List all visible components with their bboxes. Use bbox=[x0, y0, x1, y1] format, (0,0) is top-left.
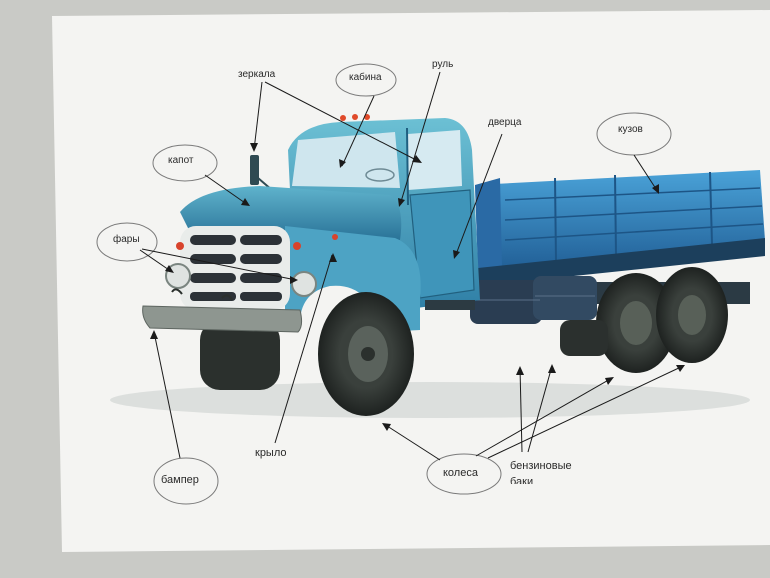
cargo-body bbox=[475, 170, 765, 286]
label-kabina: кабина bbox=[349, 72, 382, 83]
callout-kapot bbox=[152, 144, 218, 182]
side-window bbox=[408, 130, 462, 190]
label-baki: баки bbox=[510, 477, 534, 484]
front-wheel bbox=[200, 292, 414, 416]
label-benzinovye: бензиновые bbox=[510, 460, 572, 472]
callout-bamper bbox=[153, 457, 219, 505]
label-dverca: дверца bbox=[488, 117, 522, 128]
leader-lines bbox=[139, 71, 684, 461]
cab bbox=[250, 114, 480, 310]
label-kolesa: колеса bbox=[443, 467, 478, 479]
fuel-tanks bbox=[470, 276, 597, 324]
label-kuzov: кузов bbox=[618, 124, 643, 135]
label-zerkala: зеркала bbox=[238, 69, 276, 80]
arrowheads bbox=[150, 143, 685, 431]
label-kapot: капот bbox=[168, 155, 194, 166]
headlight-right bbox=[291, 271, 317, 297]
callout-kolesa bbox=[426, 453, 502, 495]
windshield bbox=[292, 132, 400, 188]
mirror bbox=[250, 155, 259, 185]
callout-fary bbox=[96, 222, 158, 262]
label-rul: руль bbox=[432, 59, 454, 70]
truck-shadow bbox=[110, 382, 750, 418]
bumper bbox=[142, 305, 303, 333]
callout-kabina bbox=[335, 63, 397, 97]
step bbox=[425, 300, 475, 310]
grille-slats bbox=[190, 235, 282, 301]
label-fary: фары bbox=[113, 234, 140, 245]
rear-wheels bbox=[560, 267, 728, 373]
label-bamper: бампер bbox=[161, 474, 199, 486]
label-krylo: крыло bbox=[255, 447, 287, 459]
